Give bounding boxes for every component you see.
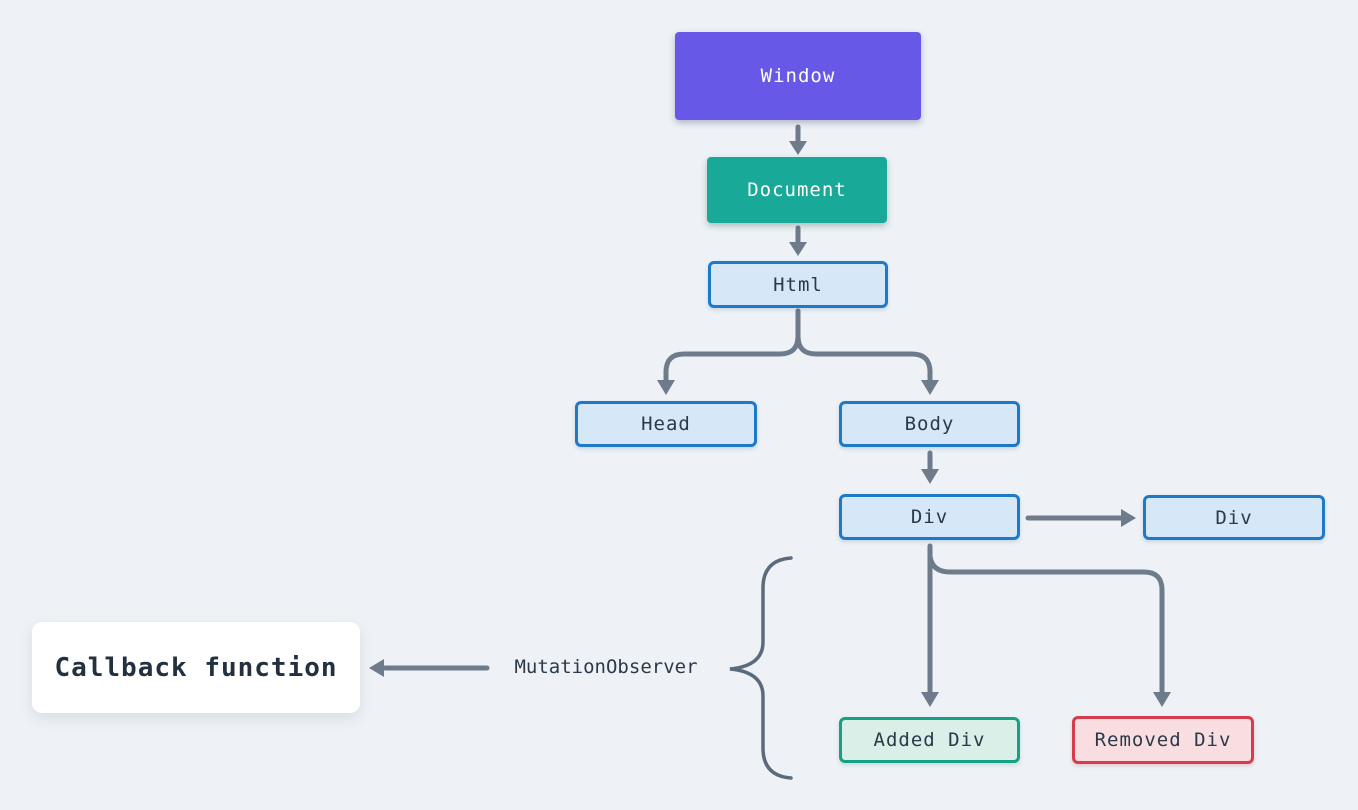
node-div-child-label: Div <box>910 506 949 528</box>
node-head-label: Head <box>641 413 691 435</box>
node-removed-div: Removed Div <box>1072 716 1254 764</box>
arrow-div-to-sibling-div <box>1025 509 1136 527</box>
arrow-body-to-div <box>921 450 939 484</box>
node-removed-div-label: Removed Div <box>1094 729 1232 751</box>
arrow-observer-to-callback <box>369 659 490 677</box>
node-div-sibling: Div <box>1143 495 1325 540</box>
arrow-div-to-removed-div <box>927 553 1171 707</box>
node-added-div-label: Added Div <box>873 729 986 751</box>
arrow-div-to-added-div <box>921 543 939 707</box>
mutation-observer-label: MutationObserver <box>514 656 698 678</box>
node-document-label: Document <box>747 179 847 201</box>
node-body: Body <box>839 401 1020 447</box>
node-html: Html <box>708 261 888 308</box>
callback-function-box: Callback function <box>32 622 360 713</box>
node-window: Window <box>675 32 921 120</box>
node-div-sibling-label: Div <box>1215 506 1253 529</box>
node-html-label: Html <box>773 273 823 296</box>
arrow-window-to-document <box>789 124 807 155</box>
observer-brace <box>729 556 793 780</box>
node-head: Head <box>575 401 757 447</box>
arrow-document-to-html <box>789 225 807 256</box>
node-window-label: Window <box>760 65 836 87</box>
branch-html-to-head-body <box>657 308 939 395</box>
callback-function-label: Callback function <box>54 652 338 683</box>
node-body-label: Body <box>904 413 955 435</box>
node-added-div: Added Div <box>839 717 1020 763</box>
node-div-child: Div <box>839 494 1020 540</box>
node-document: Document <box>707 157 887 223</box>
